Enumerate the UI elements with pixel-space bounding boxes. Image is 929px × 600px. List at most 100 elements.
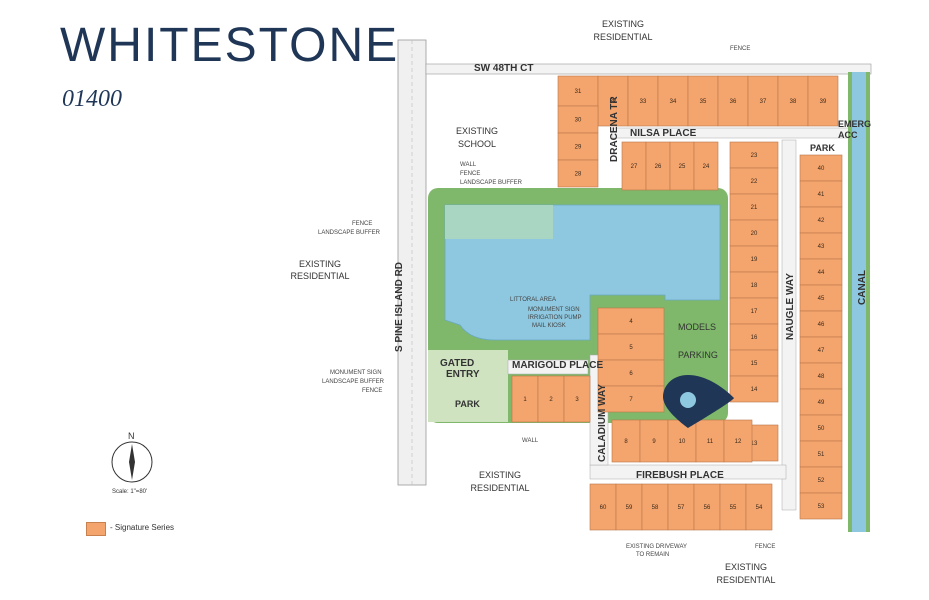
lot-28[interactable]	[557, 159, 599, 188]
lot-40[interactable]	[799, 154, 843, 182]
lot-47[interactable]	[799, 336, 843, 364]
park-label-west: PARK	[455, 399, 480, 409]
lot-1[interactable]	[511, 375, 539, 423]
lot-number: 10	[679, 439, 686, 445]
lot-46[interactable]	[799, 310, 843, 338]
lot-51[interactable]	[799, 440, 843, 468]
canal-label: CANAL	[857, 270, 868, 305]
lot-number: 43	[818, 244, 825, 250]
naugle-street-label: NAUGLE WAY	[785, 273, 796, 340]
lot-35[interactable]	[687, 75, 719, 127]
lot-36[interactable]	[717, 75, 749, 127]
existing-school-label-2: SCHOOL	[458, 139, 496, 149]
lot-number: 39	[820, 99, 827, 105]
lot-number: 55	[730, 505, 737, 511]
lot-38[interactable]	[777, 75, 809, 127]
lot-31[interactable]	[557, 75, 599, 107]
existing-residential-north-2: RESIDENTIAL	[593, 32, 652, 42]
lot-25[interactable]	[669, 141, 695, 191]
lot-number: 31	[575, 89, 582, 95]
page-title: WHITESTONE	[60, 19, 400, 72]
lot-39[interactable]	[807, 75, 839, 127]
lot-7[interactable]	[597, 385, 665, 413]
lot-number: 22	[751, 179, 758, 185]
lot-number: 30	[575, 118, 582, 124]
lot-8[interactable]	[611, 419, 641, 463]
lot-24[interactable]	[693, 141, 719, 191]
lot-59[interactable]	[615, 483, 643, 531]
lot-57[interactable]	[667, 483, 695, 531]
lot-53[interactable]	[799, 492, 843, 520]
lot-12[interactable]	[723, 419, 753, 463]
lot-number: 48	[818, 374, 825, 380]
landscape-buffer-west: LANDSCAPE BUFFER	[318, 230, 381, 236]
legend-label: - Signature Series	[110, 523, 175, 532]
lot-60[interactable]	[589, 483, 617, 531]
lot-number: 41	[818, 192, 825, 198]
lot-30[interactable]	[557, 105, 599, 134]
nilsa-street-label: NILSA PLACE	[630, 128, 697, 139]
lot-4[interactable]	[597, 307, 665, 335]
lot-23[interactable]	[729, 141, 779, 169]
lot-3[interactable]	[563, 375, 591, 423]
lot-32[interactable]	[597, 75, 629, 127]
lot-number: 33	[640, 99, 647, 105]
lot-number: 14	[751, 387, 758, 393]
models-label: MODELS	[678, 322, 716, 332]
lot-44[interactable]	[799, 258, 843, 286]
lot-52[interactable]	[799, 466, 843, 494]
lot-number: 16	[751, 335, 758, 341]
lot-6[interactable]	[597, 359, 665, 387]
lot-29[interactable]	[557, 132, 599, 161]
lot-9[interactable]	[639, 419, 669, 463]
lot-55[interactable]	[719, 483, 747, 531]
lot-48[interactable]	[799, 362, 843, 390]
lot-14[interactable]	[729, 375, 779, 403]
lot-18[interactable]	[729, 271, 779, 299]
lot-37[interactable]	[747, 75, 779, 127]
lot-17[interactable]	[729, 297, 779, 325]
compass-icon: N Scale: 1"=80'	[111, 431, 153, 495]
canal	[852, 72, 866, 532]
emergency-access-label: EMERG	[838, 119, 871, 129]
lot-54[interactable]	[745, 483, 773, 531]
lot-20[interactable]	[729, 219, 779, 247]
lot-number: 4	[629, 319, 633, 325]
lot-16[interactable]	[729, 323, 779, 351]
lot-number: 23	[751, 153, 758, 159]
lot-2[interactable]	[537, 375, 565, 423]
gated-entry-label: GATED	[440, 358, 474, 369]
existing-driveway-label: EXISTING DRIVEWAY	[626, 544, 687, 550]
lot-number: 2	[549, 397, 553, 403]
lot-50[interactable]	[799, 414, 843, 442]
lot-number: 47	[818, 348, 825, 354]
lot-45[interactable]	[799, 284, 843, 312]
lot-19[interactable]	[729, 245, 779, 273]
lot-26[interactable]	[645, 141, 671, 191]
lot-number: 12	[735, 439, 742, 445]
lot-number: 7	[629, 397, 633, 403]
existing-residential-southeast-2: RESIDENTIAL	[716, 575, 775, 585]
lot-21[interactable]	[729, 193, 779, 221]
lot-number: 37	[760, 99, 767, 105]
landscape-buffer-entry: LANDSCAPE BUFFER	[322, 379, 385, 385]
lot-number: 21	[751, 205, 758, 211]
lot-number: 56	[704, 505, 711, 511]
lot-34[interactable]	[657, 75, 689, 127]
lot-number: 32	[610, 99, 617, 105]
lot-15[interactable]	[729, 349, 779, 377]
pine-island-street-label: S PINE ISLAND RD	[394, 262, 405, 352]
lot-49[interactable]	[799, 388, 843, 416]
location-marker-icon[interactable]	[663, 375, 734, 428]
lot-33[interactable]	[627, 75, 659, 127]
lot-5[interactable]	[597, 333, 665, 361]
page-subtitle: 01400	[62, 86, 122, 112]
lot-number: 52	[818, 478, 825, 484]
lot-number: 6	[629, 371, 633, 377]
existing-school-label: EXISTING	[456, 126, 498, 136]
dracena-street-label: DRACENA TR	[609, 95, 620, 162]
littoral-area	[445, 205, 553, 239]
marigold-street-label: MARIGOLD PLACE	[512, 360, 603, 371]
fence-label-north: FENCE	[730, 46, 750, 52]
